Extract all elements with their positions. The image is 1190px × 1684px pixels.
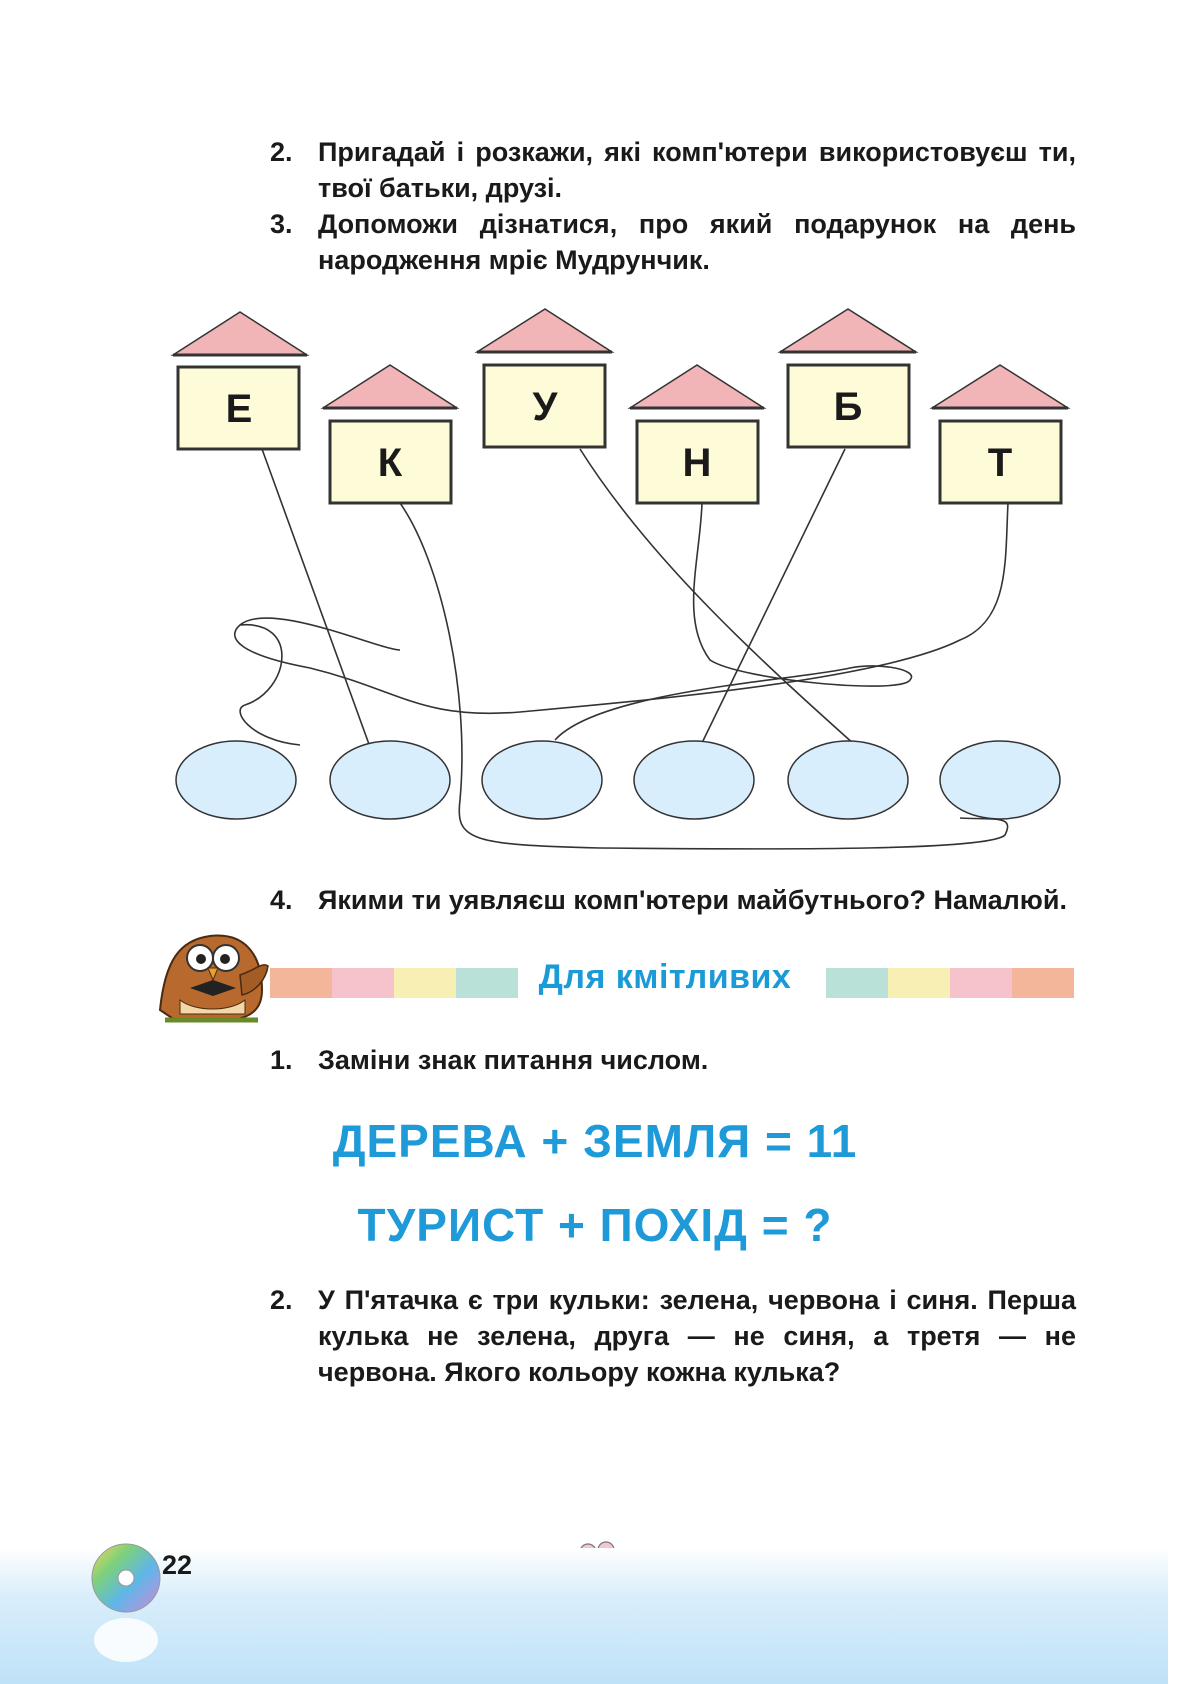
- page-number: 22: [162, 1550, 193, 1580]
- house-letter: Е: [226, 387, 253, 431]
- cd-disc-icon: [91, 1543, 161, 1662]
- answer-slot-4[interactable]: [633, 740, 755, 820]
- house-letter: У: [533, 385, 559, 429]
- task-number: 2.: [270, 137, 293, 167]
- stripe-left-4: [456, 968, 518, 998]
- task-3-gift: 3. Допоможи дізнатися, про який подаруно…: [270, 206, 1076, 278]
- line-t: [234, 502, 1009, 715]
- task-text: Якими ти уявляєш комп'ютери майбутнього?…: [318, 885, 1067, 915]
- house-2: К: [320, 364, 460, 505]
- connector-lines: [234, 448, 1009, 850]
- task-text: У П'ятачка є три кульки: зелена, червона…: [318, 1285, 1076, 1387]
- section-title: Для кмітливих: [538, 958, 792, 996]
- house-5: Б: [777, 308, 919, 449]
- task-2-recall: 2. Пригадай і розкажи, які комп'ютери ви…: [270, 134, 1076, 206]
- stripe-left-2: [332, 968, 394, 998]
- line-loop: [239, 624, 301, 746]
- stripe-left-1: [270, 968, 332, 998]
- house-letter: Н: [683, 441, 712, 485]
- answer-slot-3[interactable]: [481, 740, 603, 820]
- task-number: 4.: [270, 885, 293, 915]
- task-text: Пригадай і розкажи, які комп'ютери викор…: [318, 137, 1076, 203]
- line-n: [554, 502, 913, 741]
- house-letter: Б: [834, 385, 863, 429]
- house-3: У: [474, 308, 615, 449]
- answer-ellipses: [175, 740, 1061, 820]
- task-text: Заміни знак питання числом.: [318, 1045, 709, 1075]
- stripe-right-3: [950, 968, 1012, 998]
- task-1-replace-question: 1. Заміни знак питання числом.: [270, 1042, 1076, 1078]
- house-letter: К: [378, 441, 403, 485]
- task-number: 1.: [270, 1045, 293, 1075]
- task-text: Допоможи дізнатися, про який подарунок н…: [318, 209, 1076, 275]
- line-k: [399, 502, 1009, 850]
- house-4: Н: [627, 364, 767, 505]
- footer-band: [0, 1548, 1168, 1684]
- line-u: [579, 448, 856, 746]
- house-1: Е: [170, 311, 310, 451]
- task-number: 3.: [270, 209, 293, 239]
- task-2-balloons: 2. У П'ятачка є три кульки: зелена, черв…: [270, 1282, 1076, 1390]
- answer-slot-6[interactable]: [939, 740, 1061, 820]
- line-b: [699, 448, 846, 748]
- answer-slot-5[interactable]: [787, 740, 909, 820]
- line-e: [261, 448, 371, 748]
- owl-mascot-icon: [158, 934, 269, 1023]
- house-letter: Т: [988, 441, 1012, 485]
- task-4-future-computers: 4. Якими ти уявляєш комп'ютери майбутньо…: [270, 882, 1076, 918]
- task-number: 2.: [270, 1285, 293, 1315]
- stripe-right-4: [1012, 968, 1074, 998]
- stripe-left-3: [394, 968, 456, 998]
- stripe-right-1: [826, 968, 888, 998]
- equation-trees-earth: ДЕРЕВА + ЗЕМЛЯ = 11: [332, 1115, 858, 1167]
- answer-slot-1[interactable]: [175, 740, 297, 820]
- equation-tourist-hike: ТУРИСТ + ПОХІД = ?: [357, 1199, 833, 1251]
- house-6: Т: [929, 364, 1071, 505]
- stripe-right-2: [888, 968, 950, 998]
- answer-slot-2[interactable]: [329, 740, 451, 820]
